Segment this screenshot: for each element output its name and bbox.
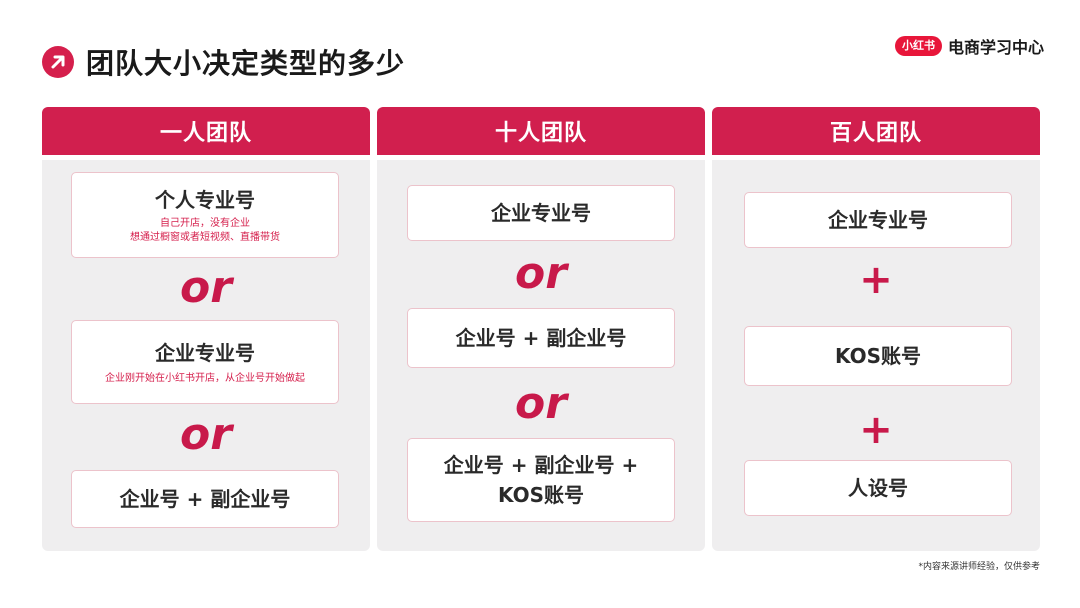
page-title: 团队大小决定类型的多少 [86, 47, 406, 80]
column-header: 一人团队 [42, 107, 370, 155]
card-title: 企业号 + 副企业号 [455, 326, 627, 350]
column-hundred-person-team: 百人团队 企业专业号 + KOS账号 + 人设号 [712, 107, 1040, 551]
footnote: *内容来源讲师经验，仅供参考 [918, 562, 1040, 572]
option-card: 人设号 [744, 460, 1012, 516]
or-separator: or [180, 409, 232, 460]
plus-separator: + [859, 257, 893, 303]
option-card: 企业专业号 企业刚开始在小红书开店，从企业号开始做起 [71, 320, 339, 404]
column-body: 企业专业号 + KOS账号 + 人设号 [712, 160, 1040, 551]
card-title: KOS账号 [834, 344, 921, 368]
option-card: 企业专业号 [407, 185, 675, 241]
or-separator: or [515, 378, 567, 429]
column-header: 十人团队 [377, 107, 705, 155]
column-body: 企业专业号 or 企业号 + 副企业号 or 企业号 + 副企业号 + KOS账… [377, 160, 705, 551]
card-title: 企业号 + 副企业号 + [443, 453, 639, 477]
or-separator: or [515, 248, 567, 299]
column-header: 百人团队 [712, 107, 1040, 155]
card-title: 企业专业号 [491, 201, 591, 225]
or-separator: or [180, 262, 232, 313]
card-description: 想通过橱窗或者短视频、直播带货 [130, 232, 280, 243]
brand-logo: 小红书 电商学习中心 [894, 34, 1044, 58]
card-title: 企业专业号 [155, 341, 255, 365]
option-card: 企业号 + 副企业号 [71, 470, 339, 528]
card-title: 人设号 [848, 476, 908, 500]
card-title: 企业专业号 [828, 208, 928, 232]
card-description: 企业刚开始在小红书开店，从企业号开始做起 [105, 373, 305, 384]
column-ten-person-team: 十人团队 企业专业号 or 企业号 + 副企业号 or 企业号 + 副企业号 +… [377, 107, 705, 551]
column-body: 个人专业号 自己开店，没有企业 想通过橱窗或者短视频、直播带货 or 企业专业号… [42, 160, 370, 551]
plus-separator: + [859, 407, 893, 453]
option-card: 企业专业号 [744, 192, 1012, 248]
brand-badge: 小红书 [894, 36, 942, 56]
column-one-person-team: 一人团队 个人专业号 自己开店，没有企业 想通过橱窗或者短视频、直播带货 or … [42, 107, 370, 551]
arrow-up-right-icon [42, 46, 74, 78]
card-title: 个人专业号 [155, 188, 255, 212]
page-header: 团队大小决定类型的多少 [42, 40, 405, 84]
card-title: 企业号 + 副企业号 [119, 487, 291, 511]
option-card: 企业号 + 副企业号 + KOS账号 [407, 438, 675, 522]
option-card: KOS账号 [744, 326, 1012, 386]
card-title: KOS账号 [497, 483, 584, 507]
option-card: 个人专业号 自己开店，没有企业 想通过橱窗或者短视频、直播带货 [71, 172, 339, 258]
card-description: 自己开店，没有企业 [160, 218, 250, 229]
brand-text: 电商学习中心 [947, 38, 1044, 57]
option-card: 企业号 + 副企业号 [407, 308, 675, 368]
